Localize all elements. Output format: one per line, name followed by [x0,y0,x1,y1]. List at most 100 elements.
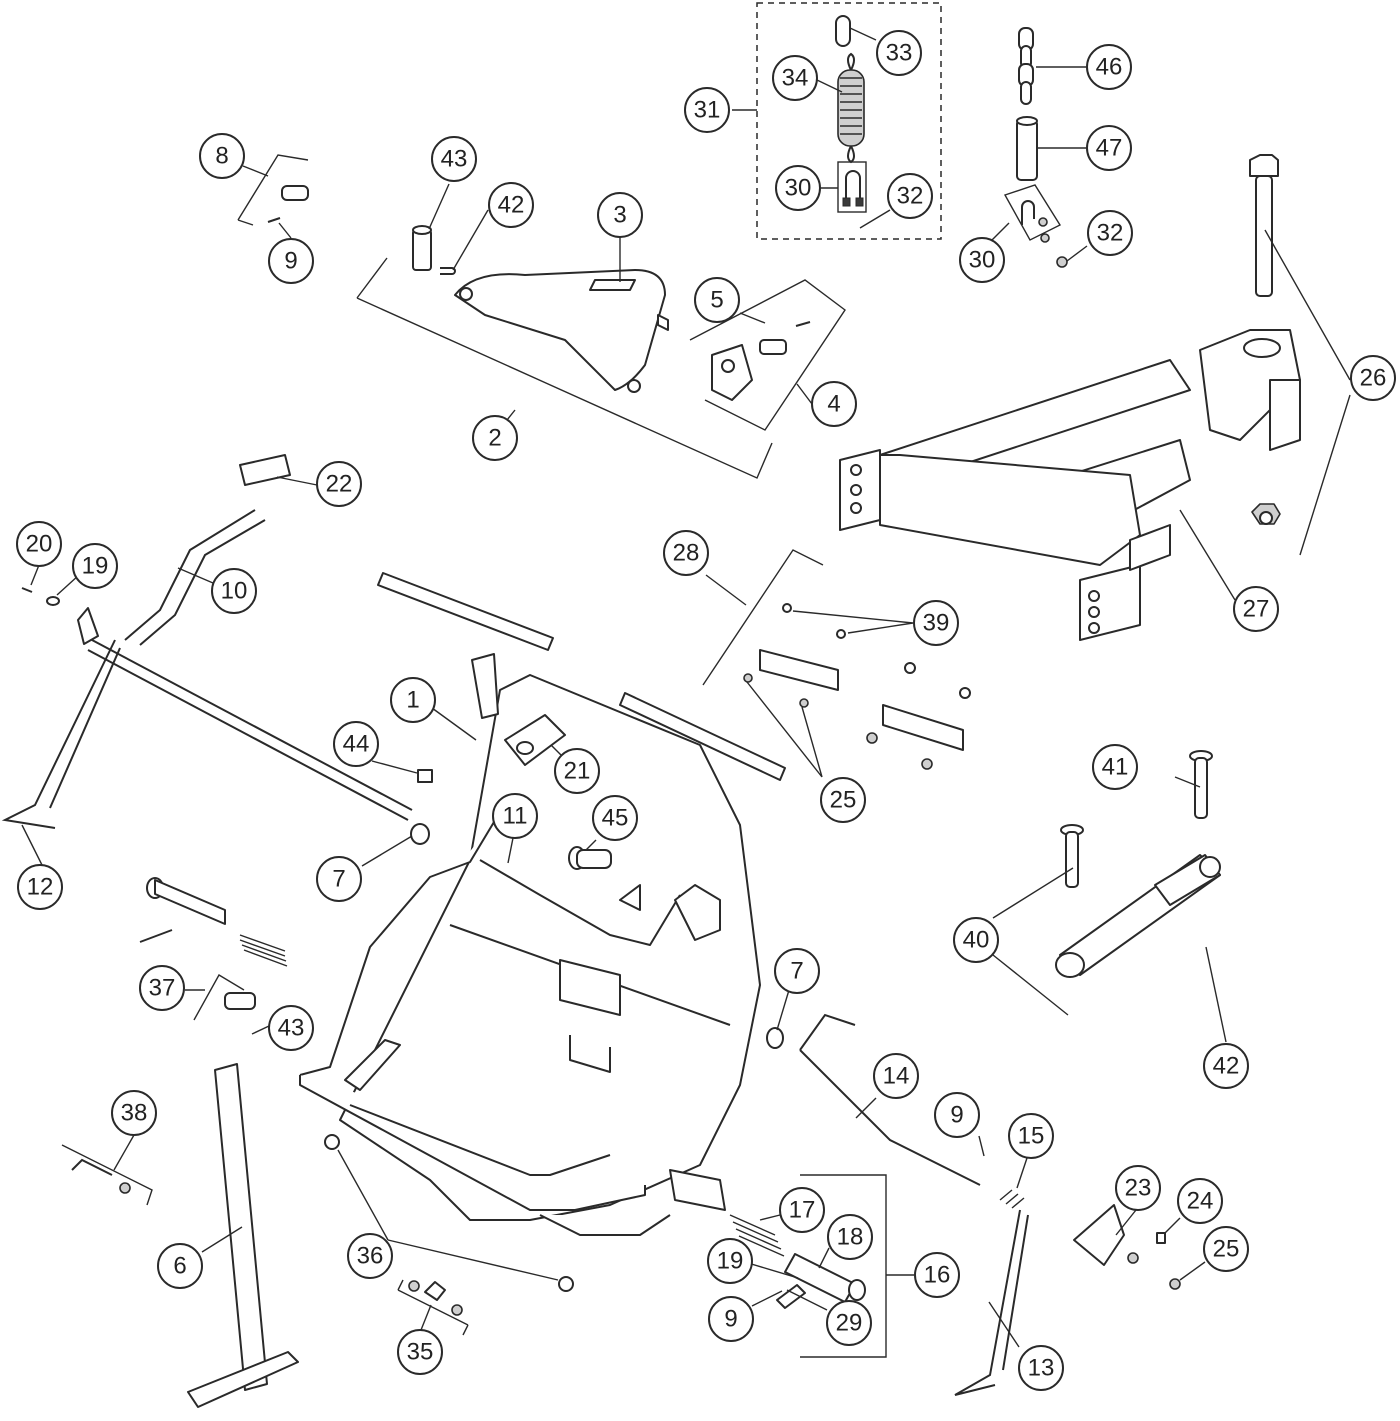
callout-label: 31 [694,97,721,124]
callout-label: 30 [969,247,996,274]
callout-label: 2 [488,425,501,452]
callout-label: 20 [26,531,53,558]
pin-43-top-part [412,225,432,271]
lift-handle-part [1,454,413,829]
callout-label: 1 [406,687,419,714]
callout-28: 28 [663,530,709,576]
callout-13: 13 [1018,1345,1064,1391]
callout-label: 35 [407,1339,434,1366]
callout-19-bottom: 19 [707,1238,753,1284]
callout-label: 41 [1102,754,1129,781]
callout-4: 4 [811,381,857,427]
tag-44-part [417,769,433,783]
callout-label: 17 [789,1197,816,1224]
callout-42-top: 42 [488,182,534,228]
callout-43-left: 43 [268,1005,314,1051]
callout-41: 41 [1092,744,1138,790]
callout-label: 25 [830,787,857,814]
chain-link-part [835,15,851,47]
callout-label: 11 [503,803,528,830]
bracket-4-part [711,321,811,401]
callout-10: 10 [211,568,257,614]
callout-25-mid: 25 [820,777,866,823]
callout-1: 1 [390,677,436,723]
callout-42-right: 42 [1203,1043,1249,1089]
callout-label: 21 [564,758,591,785]
callout-label: 16 [924,1262,951,1289]
pin-41-part [1189,750,1213,819]
callout-27: 27 [1233,586,1279,632]
callout-9-top: 9 [268,238,314,284]
callout-8: 8 [199,133,245,179]
jack-stand-6-part [187,1063,299,1408]
callout-30-kit: 30 [775,165,821,211]
deflector-arm-part [454,269,669,393]
callout-6: 6 [157,1243,203,1289]
callout-29: 29 [826,1300,872,1346]
callout-12: 12 [17,864,63,910]
pin-8-part [267,185,309,223]
callout-43-top: 43 [431,136,477,182]
washer-36-part [324,1134,574,1292]
callout-38: 38 [111,1090,157,1136]
callout-34: 34 [772,55,818,101]
callout-label: 33 [886,40,913,67]
callout-30-right: 30 [959,237,1005,283]
washer-7-right-part [766,1027,784,1049]
callout-leaders [21,27,1351,1348]
clip-20-part [21,587,33,593]
callout-label: 42 [498,192,525,219]
callout-36: 36 [347,1233,393,1279]
callout-label: 40 [963,927,990,954]
washer-7-left-part [410,823,430,845]
callout-label: 6 [173,1253,186,1280]
washer-19-part [46,596,60,606]
callout-label: 36 [357,1243,384,1270]
callout-label: 12 [27,874,54,901]
callout-15: 15 [1008,1113,1054,1159]
callout-label: 7 [332,866,345,893]
callout-label: 10 [221,578,248,605]
callout-label: 13 [1028,1355,1055,1382]
callout-label: 23 [1125,1175,1152,1202]
callout-label: 38 [121,1100,148,1127]
spring-15-part [999,1189,1025,1209]
callout-label: 43 [278,1015,305,1042]
kit-box-31 [756,2,942,240]
callout-40: 40 [953,917,999,963]
fastener-35-part [408,1280,463,1316]
callout-32-kit: 32 [887,173,933,219]
callout-45: 45 [592,795,638,841]
callout-47: 47 [1086,125,1132,171]
callout-label: 30 [785,175,812,202]
callout-label: 29 [836,1310,863,1337]
callout-11: 11 [492,793,538,839]
callout-5: 5 [694,277,740,323]
callout-44: 44 [333,721,379,767]
handle-13-part [954,1209,1029,1396]
callout-label: 3 [613,202,626,229]
callout-19-left: 19 [72,543,118,589]
spring-latch-16-part [669,1169,887,1358]
callout-label: 28 [673,540,700,567]
callout-label: 5 [710,287,723,314]
callout-label: 24 [1187,1188,1214,1215]
part-21 [504,714,566,766]
callout-7-left: 7 [316,856,362,902]
callout-9-mid: 9 [934,1092,980,1138]
callout-3: 3 [597,192,643,238]
callout-32-right: 32 [1087,210,1133,256]
callout-33: 33 [876,30,922,76]
callout-label: 9 [950,1102,963,1129]
callout-7-right: 7 [774,948,820,994]
callout-label: 32 [1097,220,1124,247]
callout-label: 26 [1360,365,1387,392]
extension-spring-part [837,52,865,164]
callout-label: 19 [717,1248,744,1275]
hydraulic-cylinder-part [1055,824,1221,978]
callout-39: 39 [913,600,959,646]
callout-21: 21 [554,748,600,794]
callout-label: 42 [1213,1053,1240,1080]
callout-24: 24 [1177,1178,1223,1224]
